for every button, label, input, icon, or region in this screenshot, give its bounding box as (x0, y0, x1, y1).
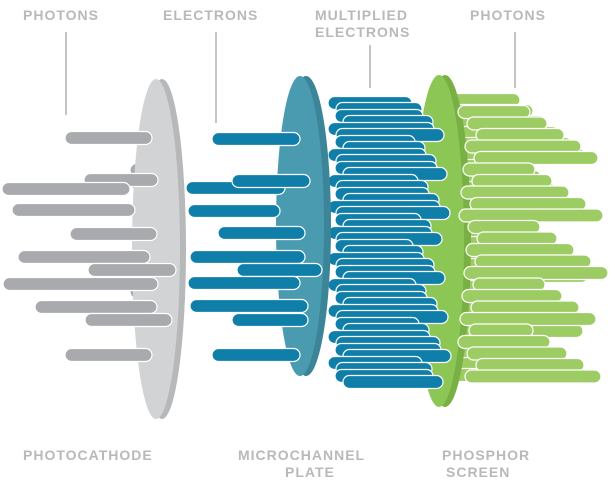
label-photocathode: PHOTOCATHODE (23, 447, 153, 463)
label-photons-out: PHOTONS (470, 7, 546, 23)
photon-rod (64, 347, 153, 363)
photon-rod (87, 262, 177, 278)
photon-rod (69, 226, 158, 242)
electron-rod (217, 225, 306, 241)
label-photons-in: PHOTONS (23, 7, 99, 23)
label-mcp-line2: PLATE (285, 464, 335, 480)
label-electrons: ELECTRONS (163, 7, 258, 23)
green-rod (473, 150, 599, 166)
photon-rod (1, 181, 131, 197)
green-rods-front (457, 104, 609, 384)
photocathode (132, 79, 186, 419)
electron-rods (185, 131, 323, 363)
green-rod (464, 369, 602, 384)
electron-rod (211, 347, 301, 363)
electron-rod (187, 275, 301, 291)
multiplied-electron-rods (327, 95, 452, 390)
multiplied-electron-rod (342, 374, 444, 390)
label-screen-line1: PHOSPHOR (442, 447, 530, 463)
photon-rod (64, 130, 153, 146)
photocathode-face (132, 79, 180, 419)
label-multiplied-line1: MULTIPLIED (315, 7, 408, 23)
label-multiplied-line2: ELECTRONS (315, 24, 410, 40)
photon-rod (84, 312, 173, 328)
electron-rod (189, 249, 306, 265)
label-mcp-line1: MICROCHANNEL (238, 447, 365, 463)
electron-rod (231, 173, 311, 189)
photon-rods-front (1, 130, 177, 363)
electron-rod (236, 262, 323, 278)
leader-lines (65, 32, 516, 123)
label-screen-line2: SCREEN (446, 464, 510, 480)
electron-rod (189, 298, 309, 314)
electron-rod (211, 131, 301, 147)
photon-rod (34, 299, 158, 315)
electron-rod (231, 312, 309, 328)
photon-rod (2, 276, 159, 292)
photon-rod (17, 249, 151, 265)
electron-rod (187, 203, 281, 219)
photon-rod (11, 202, 136, 218)
